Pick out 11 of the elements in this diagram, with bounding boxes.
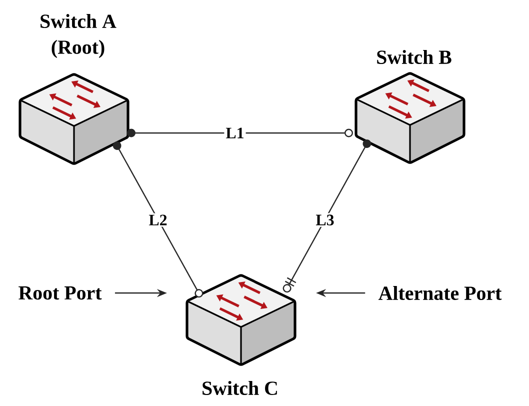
edge-label: L3 [314,213,336,227]
edge-label: L2 [147,213,169,227]
port-label: Root Port [18,286,102,300]
switch-label: Switch C [202,381,277,395]
switch-label: Switch B [377,50,452,64]
connection-line [127,128,353,138]
edge-label: L1 [224,126,246,140]
switch-label: Switch A (Root) [40,14,116,58]
connection-line [282,139,372,293]
connection-line [112,141,204,298]
port-label: Alternate Port [378,286,502,300]
